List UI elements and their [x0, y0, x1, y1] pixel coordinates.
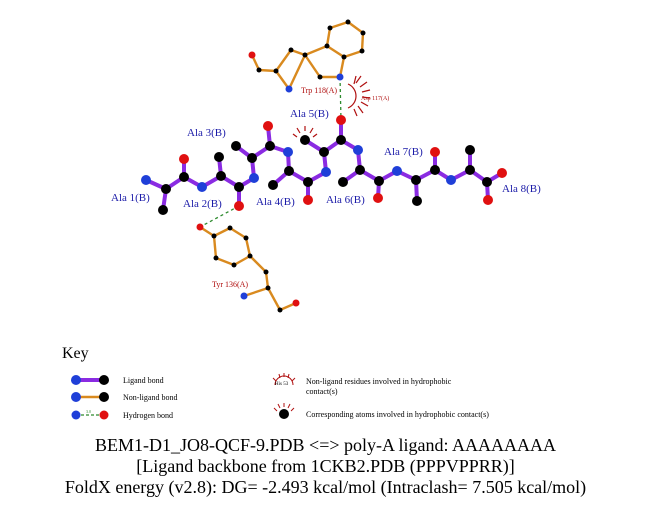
label-ala7: Ala 7(B): [384, 146, 423, 158]
caption-line-1: BEM1-D1_JO8-QCF-9.PDB <=> poly-A ligand:…: [95, 435, 556, 455]
key-hydrophobic-atoms-label: Corresponding atoms involved in hydropho…: [306, 410, 489, 419]
key-title: Key: [62, 345, 89, 362]
label-ala5: Ala 5(B): [290, 108, 329, 120]
key-legend: Key Ligand bond Non-ligand bond 3.0 Hydr…: [62, 345, 489, 420]
caption-line-2: [Ligand backbone from 1CKB2.PDB (PPPVPPR…: [136, 456, 515, 476]
label-ala6: Ala 6(B): [326, 194, 365, 206]
key-hydrophobic-residues-label: Non-ligand residues involved in hydropho…: [306, 377, 452, 386]
key-ligand-bond-label: Ligand bond: [123, 376, 164, 385]
hydrogen-bonds: [199, 76, 342, 228]
trp118-bonds: [250, 20, 365, 91]
key-nonligand-bond-sample: [71, 392, 109, 402]
key-hbond-length: 3.0: [86, 409, 91, 414]
key-hydrophobic-residues-label-2: contact(s): [306, 387, 338, 396]
key-hydrophobic-atom-sample: [273, 403, 295, 419]
label-trp118: Trp 118(A): [301, 86, 337, 95]
key-hydrophobic-residue-sample: [272, 373, 296, 386]
label-tyr136: Tyr 136(A): [212, 280, 248, 289]
label-ala8: Ala 8(B): [502, 183, 541, 195]
tyr136-bonds: [198, 225, 298, 312]
key-ligand-bond-sample: [71, 375, 109, 385]
label-ala1: Ala 1(B): [111, 192, 150, 204]
label-ala3: Ala 3(B): [187, 127, 226, 139]
ala5-hydrophobic-spokes: [292, 126, 318, 138]
caption-line-3: FoldX energy (v2.8): DG= -2.493 kcal/mol…: [64, 477, 587, 497]
label-asp117: Asp 117(A): [361, 95, 389, 102]
atoms: [141, 19, 507, 313]
key-hydrogen-bond-label: Hydrogen bond: [123, 411, 173, 420]
asp117-hydrophobic-arc: [347, 75, 371, 117]
key-hydrogen-bond-sample: 3.0: [71, 409, 109, 420]
label-ala2: Ala 2(B): [183, 198, 222, 210]
key-nonligand-bond-label: Non-ligand bond: [123, 393, 177, 402]
hydrophobic-contacts: [292, 75, 371, 138]
key-hydrophobic-sample-label: His 53: [275, 382, 289, 387]
label-ala4: Ala 4(B): [256, 196, 295, 208]
